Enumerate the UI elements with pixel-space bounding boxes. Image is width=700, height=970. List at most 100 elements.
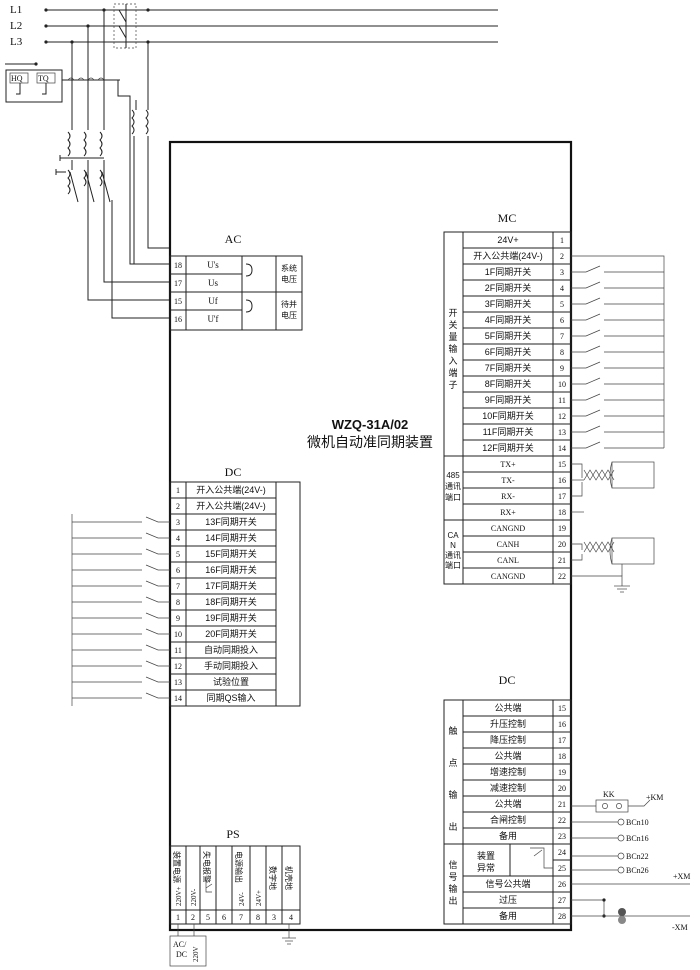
dc-left-terminal-number: 13	[174, 678, 182, 687]
bus-label-l3: L3	[10, 36, 23, 48]
dc-right-terminal-number: 17	[558, 736, 566, 745]
tq-label: TQ	[38, 74, 49, 83]
ps-group-power: 装置电源	[172, 851, 182, 883]
ac-terminal-label: U'f	[207, 314, 218, 324]
rs485-port-label: 485	[446, 471, 460, 480]
contact-output-label: 点	[448, 758, 457, 768]
dc-left-input-wire	[72, 548, 170, 555]
mc-terminal-number: 16	[558, 476, 566, 485]
ps-pin-number: 6	[222, 913, 226, 922]
ps-group-chassis-ground: 机壳地	[284, 866, 294, 890]
dc-right-terminal-label: 信号公共端	[485, 878, 530, 889]
bus-bars: L1 L2 L3	[10, 3, 498, 49]
mc-terminal-label: 9F同期开关	[485, 394, 532, 405]
supply-label-3: 220V	[192, 946, 200, 962]
contact-output-label: 触	[448, 725, 457, 736]
device-model: WZQ-31A/02	[332, 417, 409, 432]
mc-terminal-label: 1F同期开关	[485, 266, 532, 277]
mc-terminal-label: 6F同期开关	[485, 346, 532, 357]
mc-terminal-label: 5F同期开关	[485, 330, 532, 341]
mc-terminal-number: 19	[558, 524, 566, 533]
bcn26-label: BCn26	[626, 866, 649, 875]
dc-left-terminal-number: 7	[176, 582, 180, 591]
ps-pin-label: 24V-	[238, 892, 246, 906]
mc-group-label-char: 输	[448, 343, 457, 354]
pt-wiring	[55, 8, 170, 319]
dc-left-terminal-label: 20F同期开关	[205, 628, 257, 639]
dc-right-terminal-number: 19	[558, 768, 566, 777]
dc-left-terminal-label: 18F同期开关	[205, 596, 257, 607]
dc-right-terminal-label: 过压	[499, 894, 517, 905]
dc-left-terminal-label: 15F同期开关	[205, 548, 257, 559]
ac-title: AC	[225, 232, 242, 246]
can-port-label: CA	[447, 531, 459, 540]
kk-label: KK	[603, 790, 615, 799]
mc-terminal-number: 17	[558, 492, 566, 501]
signal-output-label: 输	[448, 883, 457, 894]
dc-left-terminal-number: 9	[176, 614, 180, 623]
ps-title: PS	[226, 827, 239, 841]
dc-left-terminal-label: 开入公共端(24V-)	[196, 484, 266, 495]
mc-terminal-label: RX-	[501, 492, 515, 501]
rs485-port-label: 通讯	[445, 481, 461, 491]
dc-left-terminal-number: 1	[176, 486, 180, 495]
dc-left-input-wire	[72, 580, 170, 587]
dc-right-terminal-label: 公共端	[494, 798, 521, 809]
dc-left-terminal-number: 6	[176, 566, 180, 575]
dc-right-terminal-number: 24	[558, 848, 566, 857]
dc-right-terminal-number: 25	[558, 864, 566, 873]
mc-title: MC	[498, 211, 517, 225]
mc-terminal-number: 11	[558, 396, 566, 405]
dc-left-terminal-label: 同期QS输入	[206, 692, 255, 703]
dc-right-terminal-number: 28	[558, 912, 566, 921]
dc-left-input-wire	[72, 628, 170, 635]
dc-right-terminal-label: 合闸控制	[490, 814, 526, 825]
dc-left-terminal-label: 19F同期开关	[205, 612, 257, 623]
gen-voltage-label-1: 待并	[281, 299, 297, 309]
ps-pin-label: 220V+	[175, 886, 183, 906]
mc-terminal-label: 开入公共端(24V-)	[473, 250, 543, 261]
sys-voltage-label-2: 电压	[281, 274, 297, 284]
dc-right-external-wiring: KK +KM BCn10 BCn16 BCn22 BCn26 +XM -XM	[530, 790, 690, 932]
dc-left-input-wire	[72, 612, 170, 619]
dc-right-terminal-label: 增速控制	[490, 766, 526, 777]
ac-terminal-number: 18	[174, 261, 182, 270]
mc-group-label-char: 入	[448, 356, 457, 366]
supply-label-2: DC	[176, 950, 187, 959]
device-name: 微机自动准同期装置	[307, 434, 433, 450]
mc-terminal-label: CANH	[497, 540, 520, 549]
can-port-label: 端口	[445, 560, 461, 570]
dc-right-terminal-label: 公共端	[494, 750, 521, 761]
mc-terminal-label: 7F同期开关	[485, 362, 532, 373]
dc-right-terminal-number: 20	[558, 784, 566, 793]
mc-terminal-number: 2	[560, 252, 564, 261]
mc-terminal-number: 5	[560, 300, 564, 309]
device-fault-label: 异常	[477, 862, 495, 873]
ps-terminal-block: PS	[169, 827, 301, 925]
mc-terminal-label: 12F同期开关	[482, 442, 534, 453]
contact-output-label: 出	[448, 821, 457, 832]
bcn22-label: BCn22	[626, 852, 649, 861]
mc-terminal-label: CANL	[497, 556, 519, 565]
signal-output-label: 信	[448, 859, 457, 870]
dc-left-terminal-number: 8	[176, 598, 180, 607]
dc-right-terminal-number: 23	[558, 832, 566, 841]
mc-terminal-label: RX+	[500, 508, 516, 517]
dc-left-terminal-label: 试验位置	[213, 676, 249, 687]
mc-terminal-number: 6	[560, 316, 564, 325]
sys-voltage-label-1: 系统	[281, 263, 297, 273]
ac-terminal-number: 15	[174, 297, 182, 306]
hq-tq-relays: HQ TQ	[5, 62, 120, 103]
dc-right-terminal-label: 减速控制	[490, 782, 526, 793]
supply-label-1: AC/	[173, 940, 187, 949]
ps-pin-number: 3	[272, 913, 276, 922]
can-port-label: 通讯	[445, 550, 461, 560]
ps-group-loss-alarm: 失电报警	[202, 851, 212, 883]
ps-external-wiring: AC/ DC 220V	[169, 924, 296, 967]
mc-terminal-number: 20	[558, 540, 566, 549]
ac-terminal-label: Us	[208, 278, 218, 288]
ps-group-digital-ground: 数字地	[268, 866, 278, 890]
circuit-breaker	[113, 3, 150, 49]
dc-left-input-wire	[72, 564, 170, 571]
